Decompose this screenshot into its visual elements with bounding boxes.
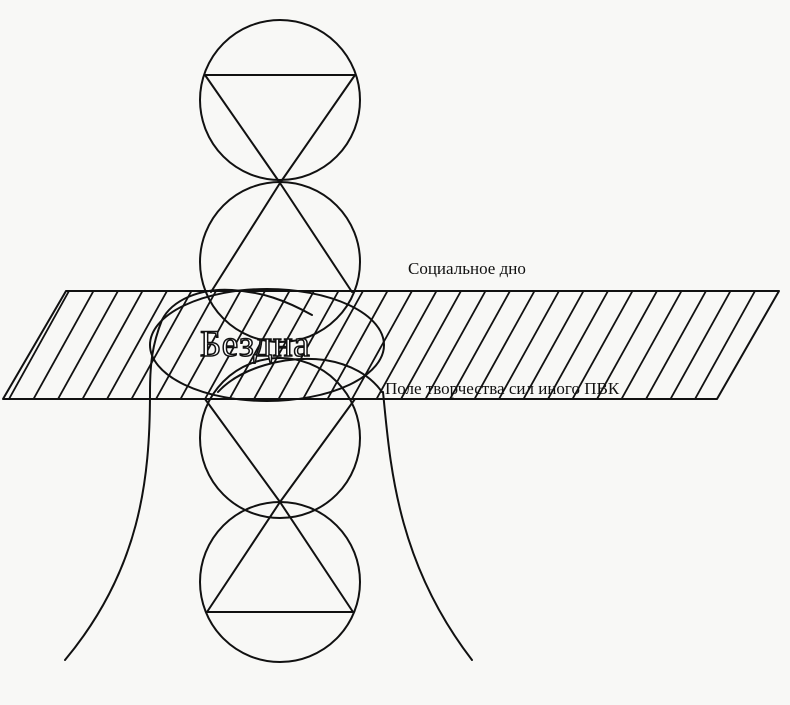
hatch-line [498, 291, 560, 399]
hatch-line [351, 291, 413, 399]
hatch-line [228, 291, 291, 399]
hatch-line [400, 291, 462, 399]
circle-4 [199, 501, 361, 663]
creative-field-parallelogram [2, 290, 780, 400]
bell-outline-right [382, 391, 473, 661]
label-abyss: Бездна [200, 324, 310, 365]
hatch-line [179, 291, 242, 399]
hatch-lines [3, 291, 779, 399]
hatch-line [32, 291, 95, 399]
abyss-ellipse [149, 288, 385, 402]
circle-1 [199, 19, 361, 184]
hatch-line [694, 291, 756, 399]
hatch-line [204, 291, 266, 399]
hatch-line [547, 291, 609, 399]
hatch-line [669, 291, 732, 399]
hatch-line [522, 291, 585, 399]
hatch-line [8, 291, 70, 399]
circle-2 [199, 181, 361, 343]
hatch-line [767, 291, 779, 399]
hatch-line [473, 291, 536, 399]
hatch-line [596, 291, 658, 399]
label-creative-field: Поле творчества сил иного ПВК [385, 379, 620, 398]
hatch-line [302, 291, 364, 399]
label-social-bottom: Социальное дно [408, 259, 526, 278]
hatch-line [743, 291, 779, 399]
hatch-line [277, 291, 340, 399]
hatch-line [155, 291, 217, 399]
hatch-line [253, 291, 315, 399]
hatch-line [424, 291, 487, 399]
hatch-line [645, 291, 707, 399]
hatch-line [81, 291, 144, 399]
circle-3 [199, 357, 361, 519]
bell-outline-left [64, 288, 313, 661]
hatch-line [326, 291, 389, 399]
hatch-line [449, 291, 511, 399]
hatch-line [130, 291, 193, 399]
hatch-line [106, 291, 168, 399]
hatch-line [620, 291, 683, 399]
hatch-line [571, 291, 634, 399]
hatch-line [3, 291, 46, 399]
hatch-line [57, 291, 119, 399]
hatch-line [375, 291, 438, 399]
